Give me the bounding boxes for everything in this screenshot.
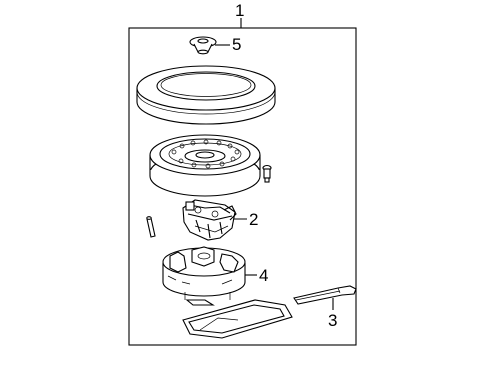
- jack-tray-part-4: [162, 246, 246, 306]
- hold-down-nut-part-5: [189, 36, 217, 55]
- spare-tire: [136, 65, 276, 125]
- callout-5: 5: [232, 35, 242, 54]
- tool-pouch: [182, 299, 293, 339]
- assembly-frame: [128, 27, 357, 346]
- valve-stem: [262, 164, 272, 183]
- callout-1: 1: [235, 1, 245, 20]
- callout-3: 3: [328, 311, 338, 330]
- jack-pin: [146, 216, 156, 238]
- lug-wrench-part-3: [293, 285, 357, 305]
- jack-part-2: [182, 199, 237, 241]
- callout-2: 2: [249, 210, 259, 229]
- spare-wheel: [149, 134, 261, 197]
- callout-4: 4: [259, 266, 269, 285]
